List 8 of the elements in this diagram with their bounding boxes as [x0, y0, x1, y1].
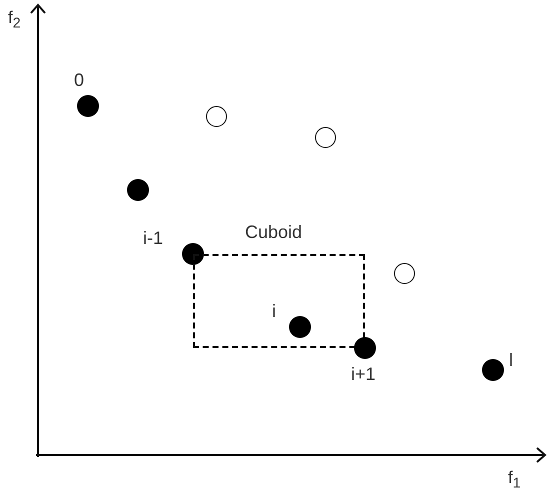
box-title: Cuboid	[245, 222, 302, 242]
point-label: l	[509, 350, 513, 370]
point-label: 0	[74, 70, 84, 90]
point-label: i	[272, 301, 276, 321]
axis-label: f$_{2}$	[8, 8, 21, 34]
point-label: i-1	[143, 228, 164, 248]
point-label: i+1	[351, 364, 376, 384]
axis-label: f$_{1}$	[508, 468, 521, 494]
